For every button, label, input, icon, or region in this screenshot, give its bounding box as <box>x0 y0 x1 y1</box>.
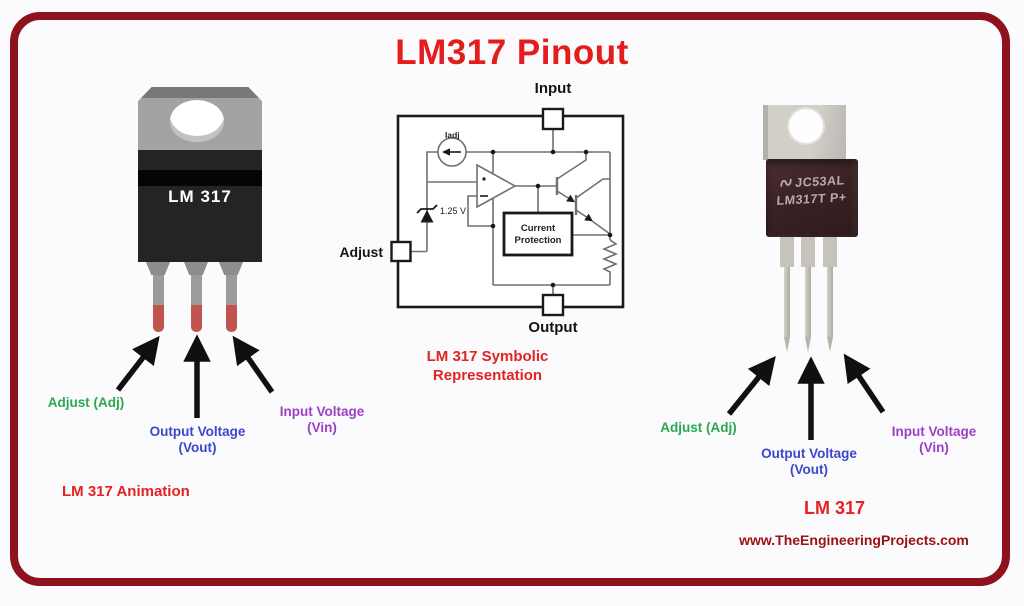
chip-heatsink-tab <box>138 87 262 151</box>
current-protection-block <box>502 211 574 257</box>
label-adjust-right: Adjust (Adj) <box>660 420 737 435</box>
schematic-pin-output-label: Output <box>528 319 578 336</box>
chip-body-label: LM 317 <box>168 187 232 206</box>
junction-dots <box>490 149 613 288</box>
schematic-pin-input-label: Input <box>534 80 572 97</box>
pin-leg-adjust <box>146 262 170 333</box>
pin-terminals <box>390 107 565 317</box>
lm317-internal-schematic: Current Protection Iadj 1.25 V <box>390 107 625 317</box>
photo-chip-body: JC53AL LM317T P+ <box>766 159 858 237</box>
pin-leg-output <box>184 262 208 333</box>
chip-body: LM 317 <box>138 150 262 262</box>
photo-chip-marking: JC53AL LM317T P+ <box>776 173 847 208</box>
schematic-pin-adjust-label: Adjust <box>339 244 383 260</box>
label-adjust-left: Adjust (Adj) <box>47 395 125 410</box>
caption-lm317: LM 317 <box>803 498 866 518</box>
label-input-right: Input Voltage (Vin) <box>891 424 977 455</box>
right-pin-arrows <box>726 353 886 440</box>
label-output-left: Output Voltage (Vout) <box>149 424 246 455</box>
website-credit: www.TheEngineeringProjects.com <box>739 532 969 548</box>
chip-body-band <box>138 170 262 186</box>
photo-mounting-hole <box>789 109 823 143</box>
arrow-input-icon <box>843 353 886 414</box>
current-protection-text-1: Current <box>521 223 556 234</box>
photo-leg-adjust <box>780 237 794 353</box>
current-protection-text-2: Protection <box>515 235 562 246</box>
ref-voltage-label: 1.25 V <box>440 206 466 216</box>
iadj-label: Iadj <box>445 130 460 140</box>
caption-symbolic: LM 317 Symbolic Representation <box>426 348 549 384</box>
photo-leg-output <box>801 237 815 353</box>
pin-leg-input <box>219 262 243 333</box>
schematic-outline <box>396 114 625 309</box>
photo-chip-tab <box>763 105 846 160</box>
label-output-right: Output Voltage (Vout) <box>761 446 857 477</box>
page-title: LM317 Pinout <box>395 33 629 72</box>
input-terminal <box>541 107 565 131</box>
border-frame <box>10 12 1010 586</box>
arrow-adjust-icon <box>726 356 776 416</box>
pass-transistors-icon <box>555 177 611 235</box>
zener-diode-icon <box>416 204 438 223</box>
caption-animation: LM 317 Animation <box>62 483 190 500</box>
left-pin-arrows <box>115 334 275 418</box>
mounting-hole <box>170 100 224 142</box>
label-input-left: Input Voltage (Vin) <box>279 404 365 435</box>
photo-leg-input <box>823 237 837 353</box>
arrow-input-icon <box>232 335 275 394</box>
arrow-adjust-icon <box>115 335 160 392</box>
error-amplifier-icon <box>476 163 517 209</box>
adjust-terminal <box>390 240 412 263</box>
national-semiconductor-logo-icon <box>780 178 792 187</box>
output-terminal <box>541 293 565 317</box>
